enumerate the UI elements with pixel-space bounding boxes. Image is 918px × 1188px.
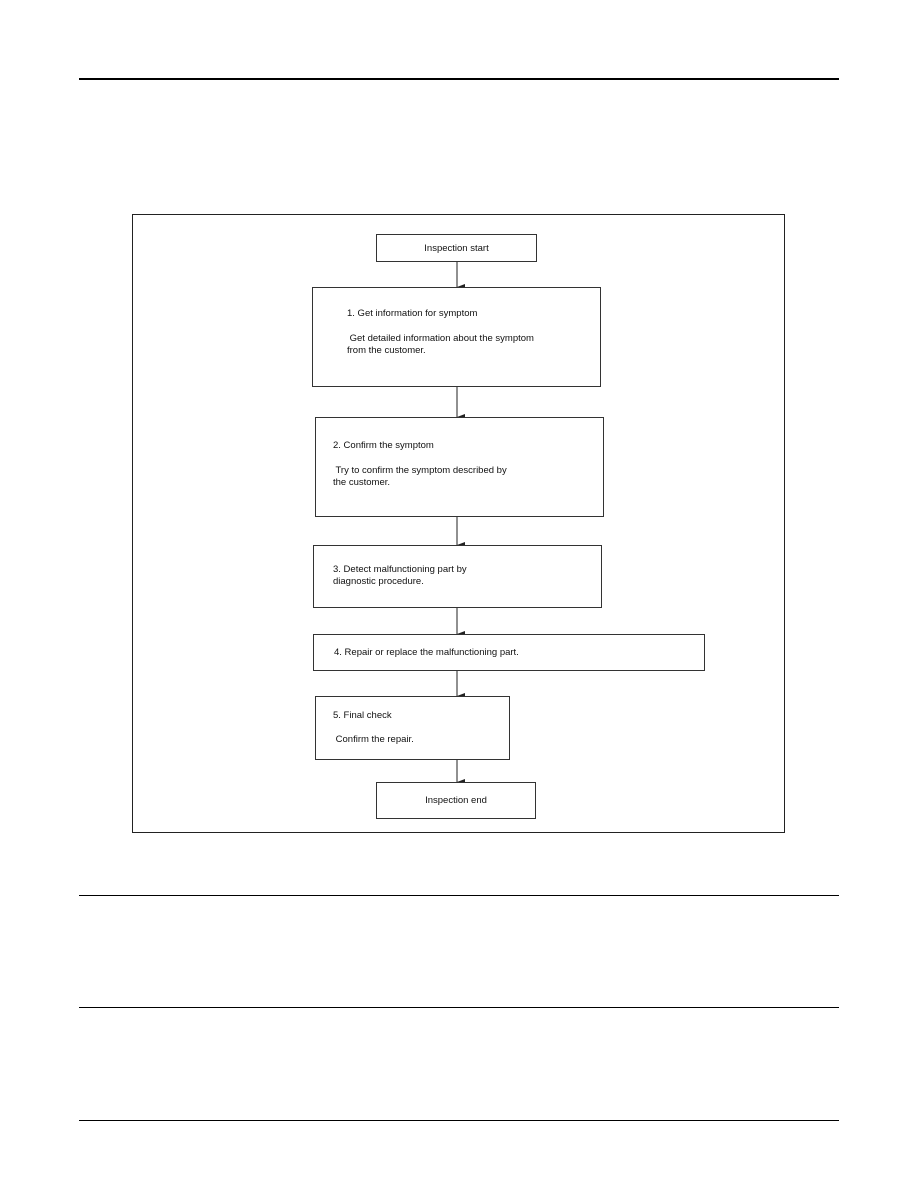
section-divider-2 [79,1007,839,1008]
step3-title-line2: diagnostic procedure. [333,576,424,587]
flowchart-frame [132,214,785,833]
footer-rule [79,1120,839,1121]
header-rule [79,78,839,80]
inspection-start-label: Inspection start [424,243,489,254]
section-divider-1 [79,895,839,896]
step1-desc-line2: from the customer. [347,345,426,356]
step2-box: 2. Confirm the symptom Try to confirm th… [315,417,604,517]
step3-box: 3. Detect malfunctioning part by diagnos… [313,545,602,608]
step2-desc-line1: Try to confirm the symptom described by [333,465,507,476]
step1-box: 1. Get information for symptom Get detai… [312,287,601,387]
step3-title-line1: 3. Detect malfunctioning part by [333,564,467,575]
step5-box: 5. Final check Confirm the repair. [315,696,510,760]
inspection-end-box: Inspection end [376,782,536,819]
step1-title: 1. Get information for symptom [347,308,478,319]
step1-desc-line1: Get detailed information about the sympt… [347,333,534,344]
step4-title: 4. Repair or replace the malfunctioning … [334,647,519,658]
inspection-start-box: Inspection start [376,234,537,262]
step5-desc: Confirm the repair. [333,734,414,745]
inspection-end-label: Inspection end [425,795,487,806]
step4-box: 4. Repair or replace the malfunctioning … [313,634,705,671]
step2-desc-line2: the customer. [333,477,391,488]
step2-title: 2. Confirm the symptom [333,440,434,451]
step5-title: 5. Final check [333,710,392,721]
